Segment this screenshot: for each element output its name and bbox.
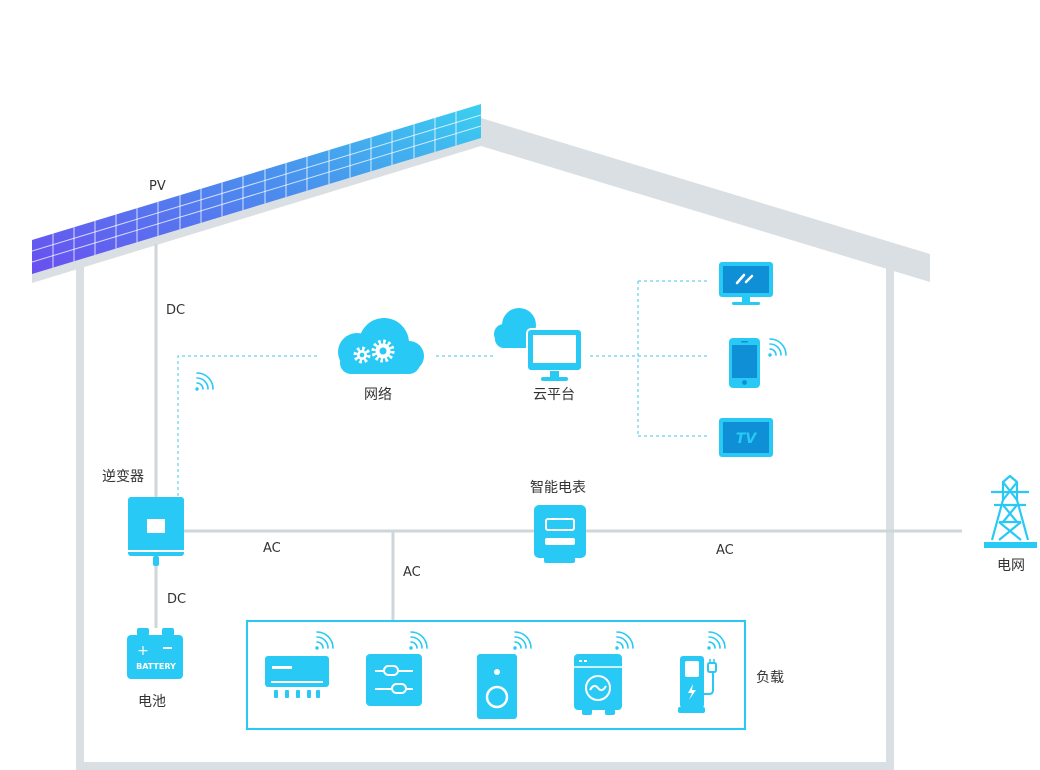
control-panel-icon — [366, 654, 422, 706]
wifi-icon — [513, 631, 532, 650]
ac-unit-icon — [265, 656, 329, 698]
tower-icon — [984, 474, 1037, 548]
dc-top-label: DC — [166, 303, 185, 318]
tv-label: TV — [736, 431, 758, 447]
wifi-icon — [707, 631, 726, 650]
cloud-gears-icon — [338, 318, 424, 374]
washer-icon — [574, 654, 622, 715]
ac-mid-label: AC — [403, 565, 421, 580]
grid-label: 电网 — [997, 558, 1025, 574]
meter-icon — [534, 505, 586, 563]
wifi-icon — [768, 338, 787, 357]
roof — [481, 118, 930, 282]
wifi-icon — [195, 372, 214, 391]
inverter-label: 逆变器 — [102, 469, 144, 485]
battery-label: 电池 — [138, 694, 166, 710]
data-links — [177, 280, 708, 496]
speaker-icon — [477, 654, 517, 719]
meter-label: 智能电表 — [530, 480, 586, 496]
phone-icon — [729, 338, 760, 388]
wifi-icon — [615, 631, 634, 650]
tv-icon: TV — [719, 418, 773, 457]
power-lines — [154, 244, 962, 628]
ac-right-label: AC — [716, 543, 734, 558]
labels: PV DC DC 逆变器 电池 网络 云平台 智能电表 电网 AC AC AC … — [102, 179, 1025, 710]
ev-charger-icon — [678, 656, 717, 713]
monitor-icon — [719, 262, 773, 305]
load-label: 负载 — [756, 670, 784, 686]
pv-label: PV — [149, 179, 166, 194]
load-frame — [246, 620, 746, 730]
battery-icon: + BATTERY — [127, 628, 183, 679]
dc-bottom-label: DC — [167, 592, 186, 607]
inverter-icon — [128, 497, 184, 566]
svg-text:+: + — [137, 643, 149, 659]
wifi-icon — [409, 631, 428, 650]
cloud-label: 云平台 — [533, 387, 575, 403]
network-label: 网络 — [364, 387, 392, 403]
wifi-icon — [315, 631, 334, 650]
cloud-monitor-icon — [494, 308, 583, 381]
battery-text: BATTERY — [136, 662, 176, 671]
ac-left-label: AC — [263, 541, 281, 556]
